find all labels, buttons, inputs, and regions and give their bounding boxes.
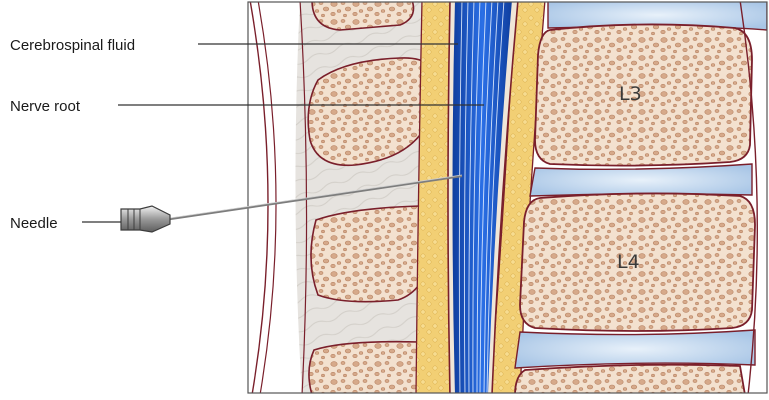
csf-label: Cerebrospinal fluid xyxy=(10,37,135,54)
anatomy-illustration xyxy=(248,0,767,395)
spinous-process xyxy=(312,0,414,30)
vertebral-body-l5 xyxy=(515,365,745,395)
posterior-fat xyxy=(416,0,452,395)
l4-label: L4 xyxy=(617,251,640,273)
intervertebral-disc xyxy=(530,164,752,196)
spinous-process xyxy=(311,206,434,302)
nerve-root-label: Nerve root xyxy=(10,98,81,115)
vertebral-body-l3 xyxy=(535,24,752,165)
spinous-process xyxy=(309,342,427,395)
intervertebral-disc xyxy=(515,330,755,368)
l3-label: L3 xyxy=(619,83,642,105)
needle-label: Needle xyxy=(10,215,58,232)
